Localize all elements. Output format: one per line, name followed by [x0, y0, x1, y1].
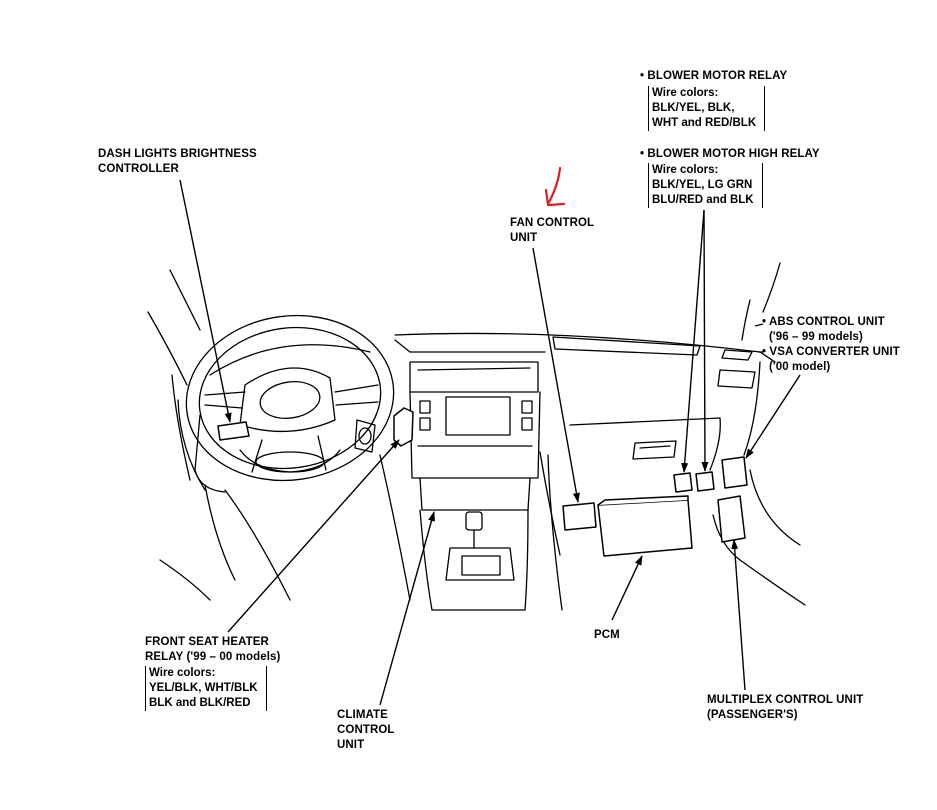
driver-floor — [379, 454, 411, 601]
abs-vsa-unit-box — [721, 456, 748, 489]
passenger-floor-left2 — [547, 454, 563, 611]
blower-motor-relay-wires: Wire colors: BLK/YEL, BLK, WHT and RED/B… — [648, 86, 766, 131]
front-seat-heater-wires: Wire colors: YEL/BLK, WHT/BLK BLK and BL… — [145, 666, 267, 711]
dash-right-edge — [743, 361, 761, 456]
left-a-pillar-inner — [169, 269, 201, 331]
center-stack-top — [409, 361, 539, 393]
dashboard-ridge — [394, 339, 546, 353]
red-annotation-arrow — [544, 166, 566, 207]
console-front — [419, 477, 531, 511]
blower-relay-leader — [681, 209, 705, 473]
blower-motor-high-relay-box — [695, 471, 715, 492]
defrost-vent — [552, 336, 701, 356]
instrument-hood — [209, 344, 371, 376]
dash-lights-label: DASH LIGHTS BRIGHTNESS CONTROLLER — [98, 148, 257, 175]
right-a-pillar-inner — [741, 299, 751, 341]
dash-lights-leader — [179, 179, 232, 423]
steering-hub — [239, 367, 336, 433]
abs-control-label: • ABS CONTROL UNIT ('96 – 99 models) — [762, 316, 885, 343]
multiplex-leader — [731, 539, 746, 691]
kick-panel — [712, 514, 806, 606]
console-left — [419, 509, 433, 611]
steering-wheel-outer — [185, 314, 395, 482]
passenger-floor-left — [539, 451, 561, 556]
pcm-leader — [611, 555, 643, 621]
shift-gate — [445, 547, 515, 581]
climate-display — [445, 396, 511, 436]
console-right — [524, 509, 529, 611]
vsa-converter-label: • VSA CONVERTER UNIT ('00 model) — [762, 346, 900, 373]
multiplex-control-unit-box — [717, 495, 746, 543]
climate-control-label: CLIMATE CONTROL UNIT — [337, 709, 395, 751]
blower-high-relay-leader — [701, 209, 709, 472]
right-a-pillar — [762, 262, 781, 313]
left-a-pillar — [147, 311, 188, 386]
dash-right-corner — [717, 369, 756, 389]
kick-panel-upper — [749, 469, 801, 546]
blower-motor-high-relay-wires: Wire colors: BLK/YEL, LG GRN BLU/RED and… — [648, 163, 763, 208]
steering-wheel-inner — [198, 326, 382, 470]
glovebox — [569, 417, 721, 471]
fan-control-unit-box — [562, 502, 597, 531]
pcm-label: PCM — [594, 629, 620, 641]
blower-motor-relay-box — [673, 472, 693, 493]
left-dash-edge — [171, 374, 191, 481]
blower-motor-relay-label: • BLOWER MOTOR RELAY — [640, 70, 788, 82]
pcm-box — [597, 499, 693, 557]
multiplex-label: MULTIPLEX CONTROL UNIT (PASSENGER'S) — [707, 694, 864, 721]
abs-vsa-leader — [745, 374, 801, 459]
glovebox-handle — [632, 440, 677, 460]
dash-right-vent — [721, 349, 753, 361]
dash-lights-controller-box — [217, 421, 250, 441]
fan-control-leader — [532, 247, 580, 503]
blower-motor-high-relay-label: • BLOWER MOTOR HIGH RELAY — [640, 148, 820, 160]
dashboard-top — [394, 332, 776, 363]
front-seat-heater-leader — [227, 439, 400, 633]
glovebox-handle-inner — [639, 445, 671, 449]
front-seat-heater-relay-box — [393, 407, 414, 447]
front-seat-heater-label: FRONT SEAT HEATER RELAY ('99 – 00 models… — [145, 636, 281, 663]
climate-control-leader — [379, 511, 435, 706]
fan-control-label: FAN CONTROL UNIT — [510, 217, 595, 244]
shifter-knob — [465, 511, 483, 531]
